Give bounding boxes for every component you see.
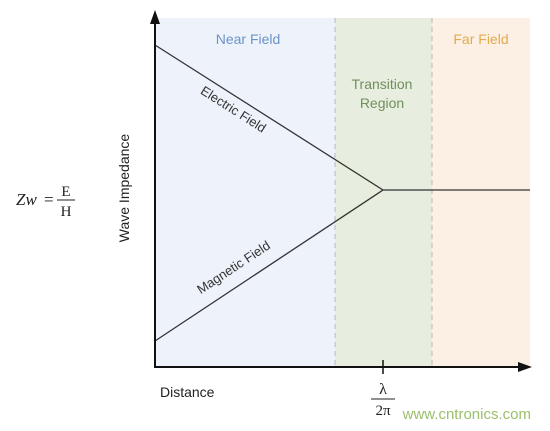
formula-lhs: Zw [16,190,37,209]
transition-label-line1: Transition [352,76,413,92]
tick-numerator: λ [379,381,387,398]
far-field-region [432,18,530,367]
x-axis-arrow [518,362,532,372]
near-field-label: Near Field [216,31,281,47]
watermark-text: www.cntronics.com [402,406,531,423]
y-axis-arrow [150,10,160,24]
electric-field-curve [154,44,384,191]
magnetic-field-curve [154,189,384,342]
transition-label-line2: Region [360,95,404,111]
formula-denominator: H [61,204,72,220]
near-field-region [155,18,335,367]
far-field-label: Far Field [453,31,508,47]
formula-equals: = [44,190,54,209]
transition-region [335,18,432,367]
y-axis-title: Wave Impedance [116,134,132,243]
x-axis-title: Distance [160,384,215,400]
tick-denominator: 2π [375,403,391,419]
formula-numerator: E [61,184,70,200]
